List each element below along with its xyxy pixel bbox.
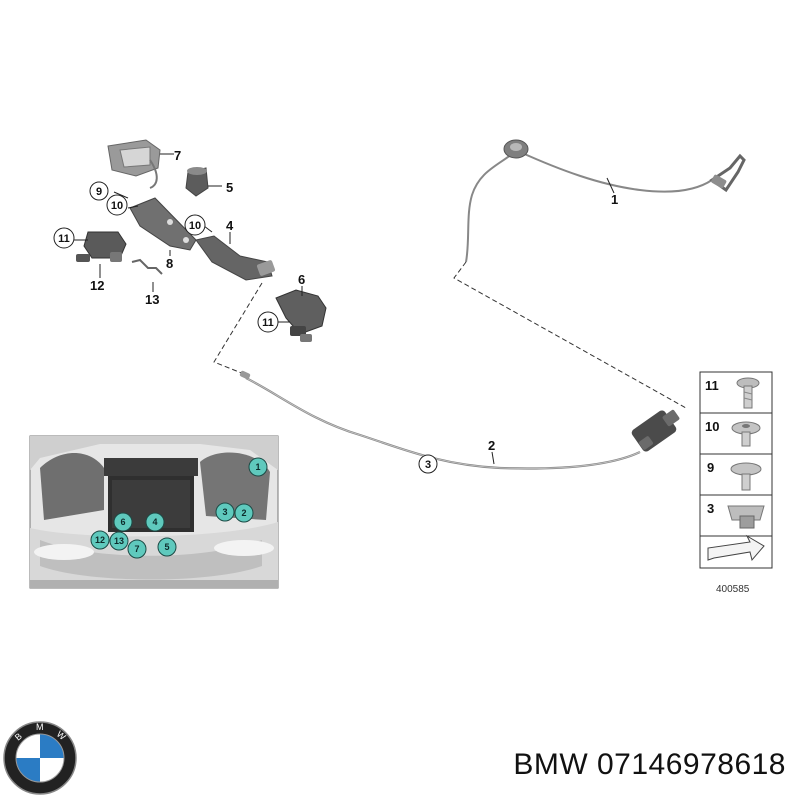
callout-8: 8 — [166, 256, 173, 271]
svg-text:6: 6 — [120, 517, 125, 527]
callout-6: 6 — [298, 272, 305, 287]
callout-12: 12 — [90, 278, 104, 293]
clip-nut-icon — [727, 505, 765, 529]
svg-text:13: 13 — [114, 536, 124, 546]
svg-text:7: 7 — [134, 544, 139, 554]
svg-text:M: M — [36, 722, 44, 732]
svg-text:12: 12 — [95, 535, 105, 545]
photo-marker: 4 — [145, 512, 165, 532]
svg-text:B: B — [13, 731, 24, 743]
callout-leaders — [74, 153, 615, 465]
part-1-grommet — [503, 139, 529, 159]
svg-text:3: 3 — [222, 507, 227, 517]
legend-number: 10 — [705, 419, 719, 434]
photo-marker: 6 — [113, 512, 133, 532]
part-connector-housing — [631, 409, 680, 452]
svg-text:4: 4 — [152, 517, 157, 527]
svg-text:11: 11 — [58, 233, 70, 245]
fastener-legend: 11 10 9 3 — [699, 371, 773, 569]
part-1-release-handle — [709, 153, 746, 193]
photo-marker: 5 — [157, 537, 177, 557]
part-13-wire — [131, 258, 163, 275]
circled-callout-3: 3 — [418, 454, 438, 474]
svg-text:2: 2 — [241, 508, 246, 518]
part-5-rubber-buffer — [185, 167, 209, 197]
callout-1: 1 — [611, 192, 618, 207]
photo-marker: 1 — [248, 457, 268, 477]
arrow-icon — [707, 534, 765, 562]
svg-text:10: 10 — [189, 220, 201, 232]
cable-assembly — [213, 149, 713, 470]
screw-icon — [731, 421, 761, 447]
svg-text:3: 3 — [425, 459, 431, 471]
photo-marker: 3 — [215, 502, 235, 522]
photo-marker: 2 — [234, 503, 254, 523]
part-4-hood-latch — [195, 235, 276, 281]
bmw-logo: B M W — [3, 721, 77, 795]
photo-marker: 13 — [109, 531, 129, 551]
legend-number: 11 — [705, 378, 719, 393]
svg-text:11: 11 — [262, 317, 274, 329]
screw-icon — [730, 462, 762, 491]
svg-text:10: 10 — [111, 200, 123, 212]
svg-text:9: 9 — [96, 186, 102, 198]
photo-marker: 12 — [90, 530, 110, 550]
screw-icon — [736, 377, 760, 409]
part-12-bracket — [76, 231, 127, 262]
circled-callout-11: 11 — [257, 311, 279, 333]
product-caption: BMW 07146978618 — [513, 748, 786, 781]
part-6-switch — [275, 289, 327, 342]
callout-2: 2 — [488, 438, 495, 453]
circled-callout-10: 10 — [106, 194, 128, 216]
circled-callout-11: 11 — [53, 227, 75, 249]
circled-callout-10: 10 — [184, 214, 206, 236]
photo-marker: 7 — [127, 539, 147, 559]
part-7-latch-bracket — [107, 139, 161, 189]
callout-7: 7 — [174, 148, 181, 163]
svg-text:5: 5 — [164, 542, 169, 552]
legend-number: 9 — [707, 460, 714, 475]
circled-callout-9: 9 — [89, 181, 109, 201]
legend-number: 3 — [707, 501, 714, 516]
callout-5: 5 — [226, 180, 233, 195]
callout-4: 4 — [226, 218, 234, 233]
part-8-lock-plate — [129, 197, 197, 251]
callout-13: 13 — [145, 292, 159, 307]
drawing-code: 400585 — [716, 584, 750, 595]
svg-text:1: 1 — [255, 462, 260, 472]
